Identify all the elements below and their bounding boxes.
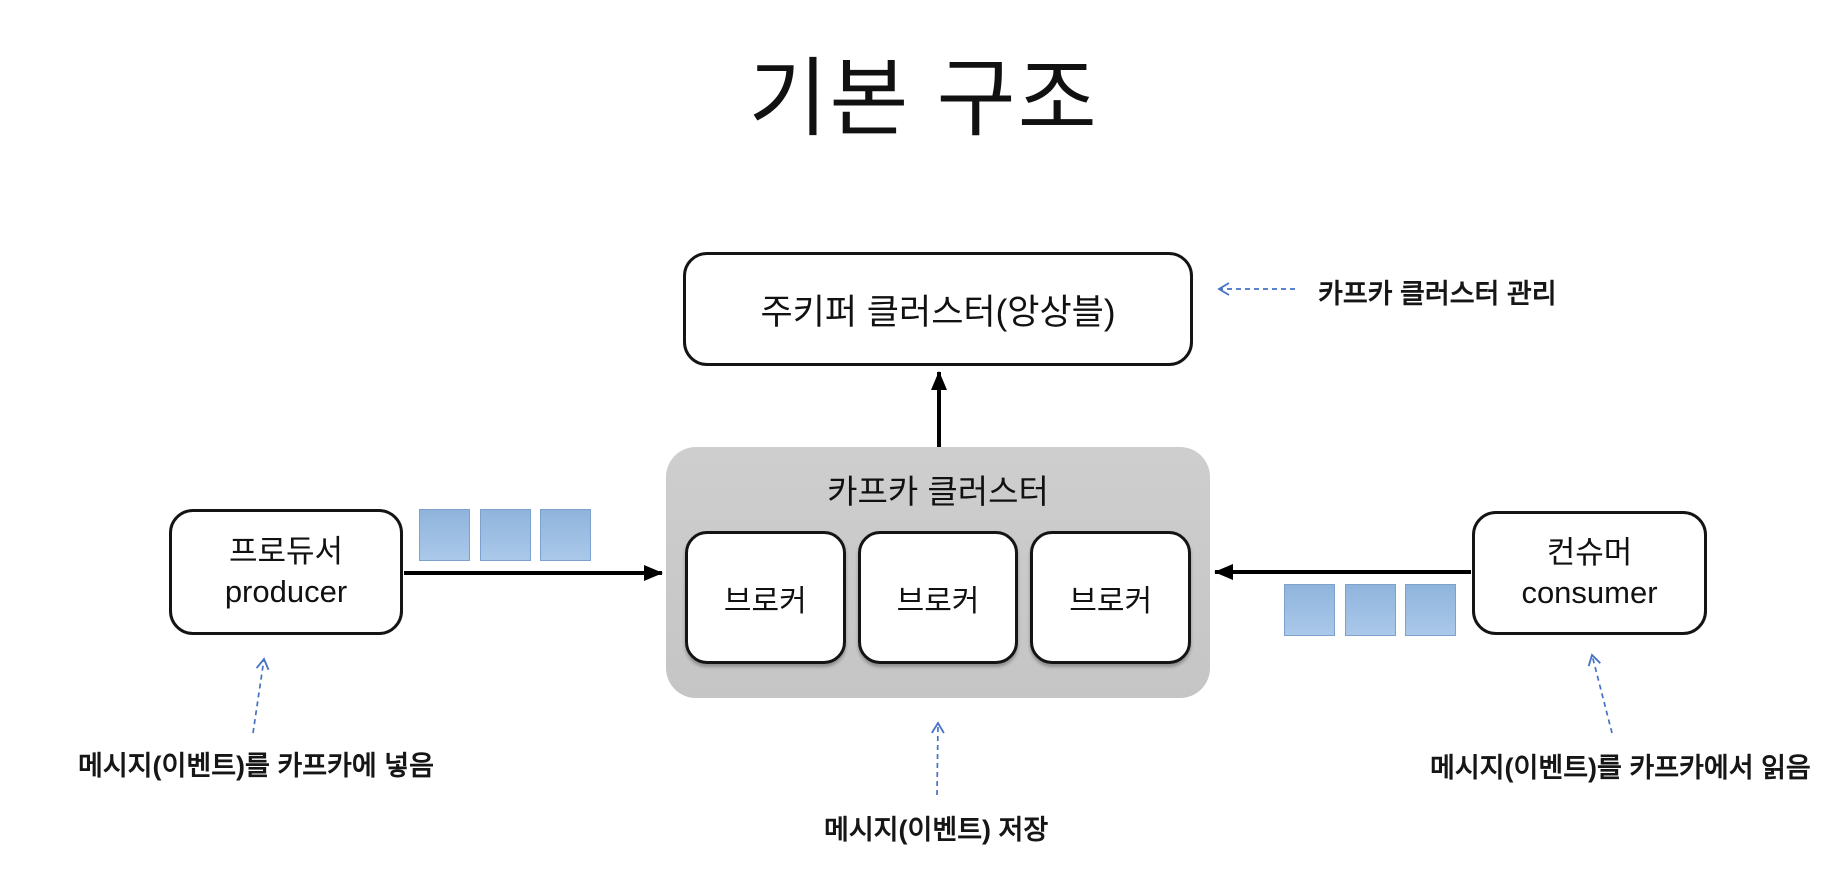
producer-note: 메시지(이벤트)를 카프카에 넣음 (78, 751, 434, 781)
broker-label: 브로커 (896, 584, 980, 618)
producer-note-arrow (252, 657, 270, 734)
consumer-message-square-1 (1284, 584, 1335, 636)
producer-message-square-1 (419, 509, 470, 561)
producer-message-square-3 (540, 509, 591, 561)
cluster-note: 메시지(이벤트) 저장 (824, 815, 1049, 845)
producer-message-square-2 (480, 509, 531, 561)
broker-label: 브로커 (723, 584, 807, 618)
kafka-cluster-label: 카프카 클러스터 (827, 473, 1049, 510)
consumer-message-square-2 (1345, 584, 1396, 636)
consumer-label-en: consumer (1521, 575, 1658, 610)
zookeeper-note: 카프카 클러스터 관리 (1318, 279, 1557, 309)
producer-node: 프로듀서 producer (169, 509, 403, 635)
zookeeper-node: 주키퍼 클러스터(앙상블) (683, 252, 1193, 366)
consumer-node: 컨슈머 consumer (1472, 511, 1707, 635)
producer-label-en: producer (224, 574, 348, 609)
kafka-cluster-node: 카프카 클러스터 브로커 브로커 브로커 (666, 447, 1210, 698)
broker-group: 브로커 브로커 브로커 (666, 531, 1210, 664)
broker-node-2: 브로커 (857, 531, 1019, 664)
broker-node-3: 브로커 (1030, 531, 1192, 664)
broker-label: 브로커 (1069, 584, 1153, 618)
page-title: 기본 구조 (748, 51, 1099, 147)
consumer-note-arrow (1587, 653, 1613, 734)
consumer-note: 메시지(이벤트)를 카프카에서 읽음 (1430, 753, 1811, 783)
cluster-note-arrow (931, 721, 945, 796)
producer-label-ko: 프로듀서 (228, 534, 344, 570)
zookeeper-label: 주키퍼 클러스터(앙상블) (760, 292, 1116, 332)
consumer-message-square-3 (1405, 584, 1456, 636)
consumer-label-ko: 컨슈머 (1546, 535, 1633, 571)
broker-node-1: 브로커 (685, 531, 846, 664)
